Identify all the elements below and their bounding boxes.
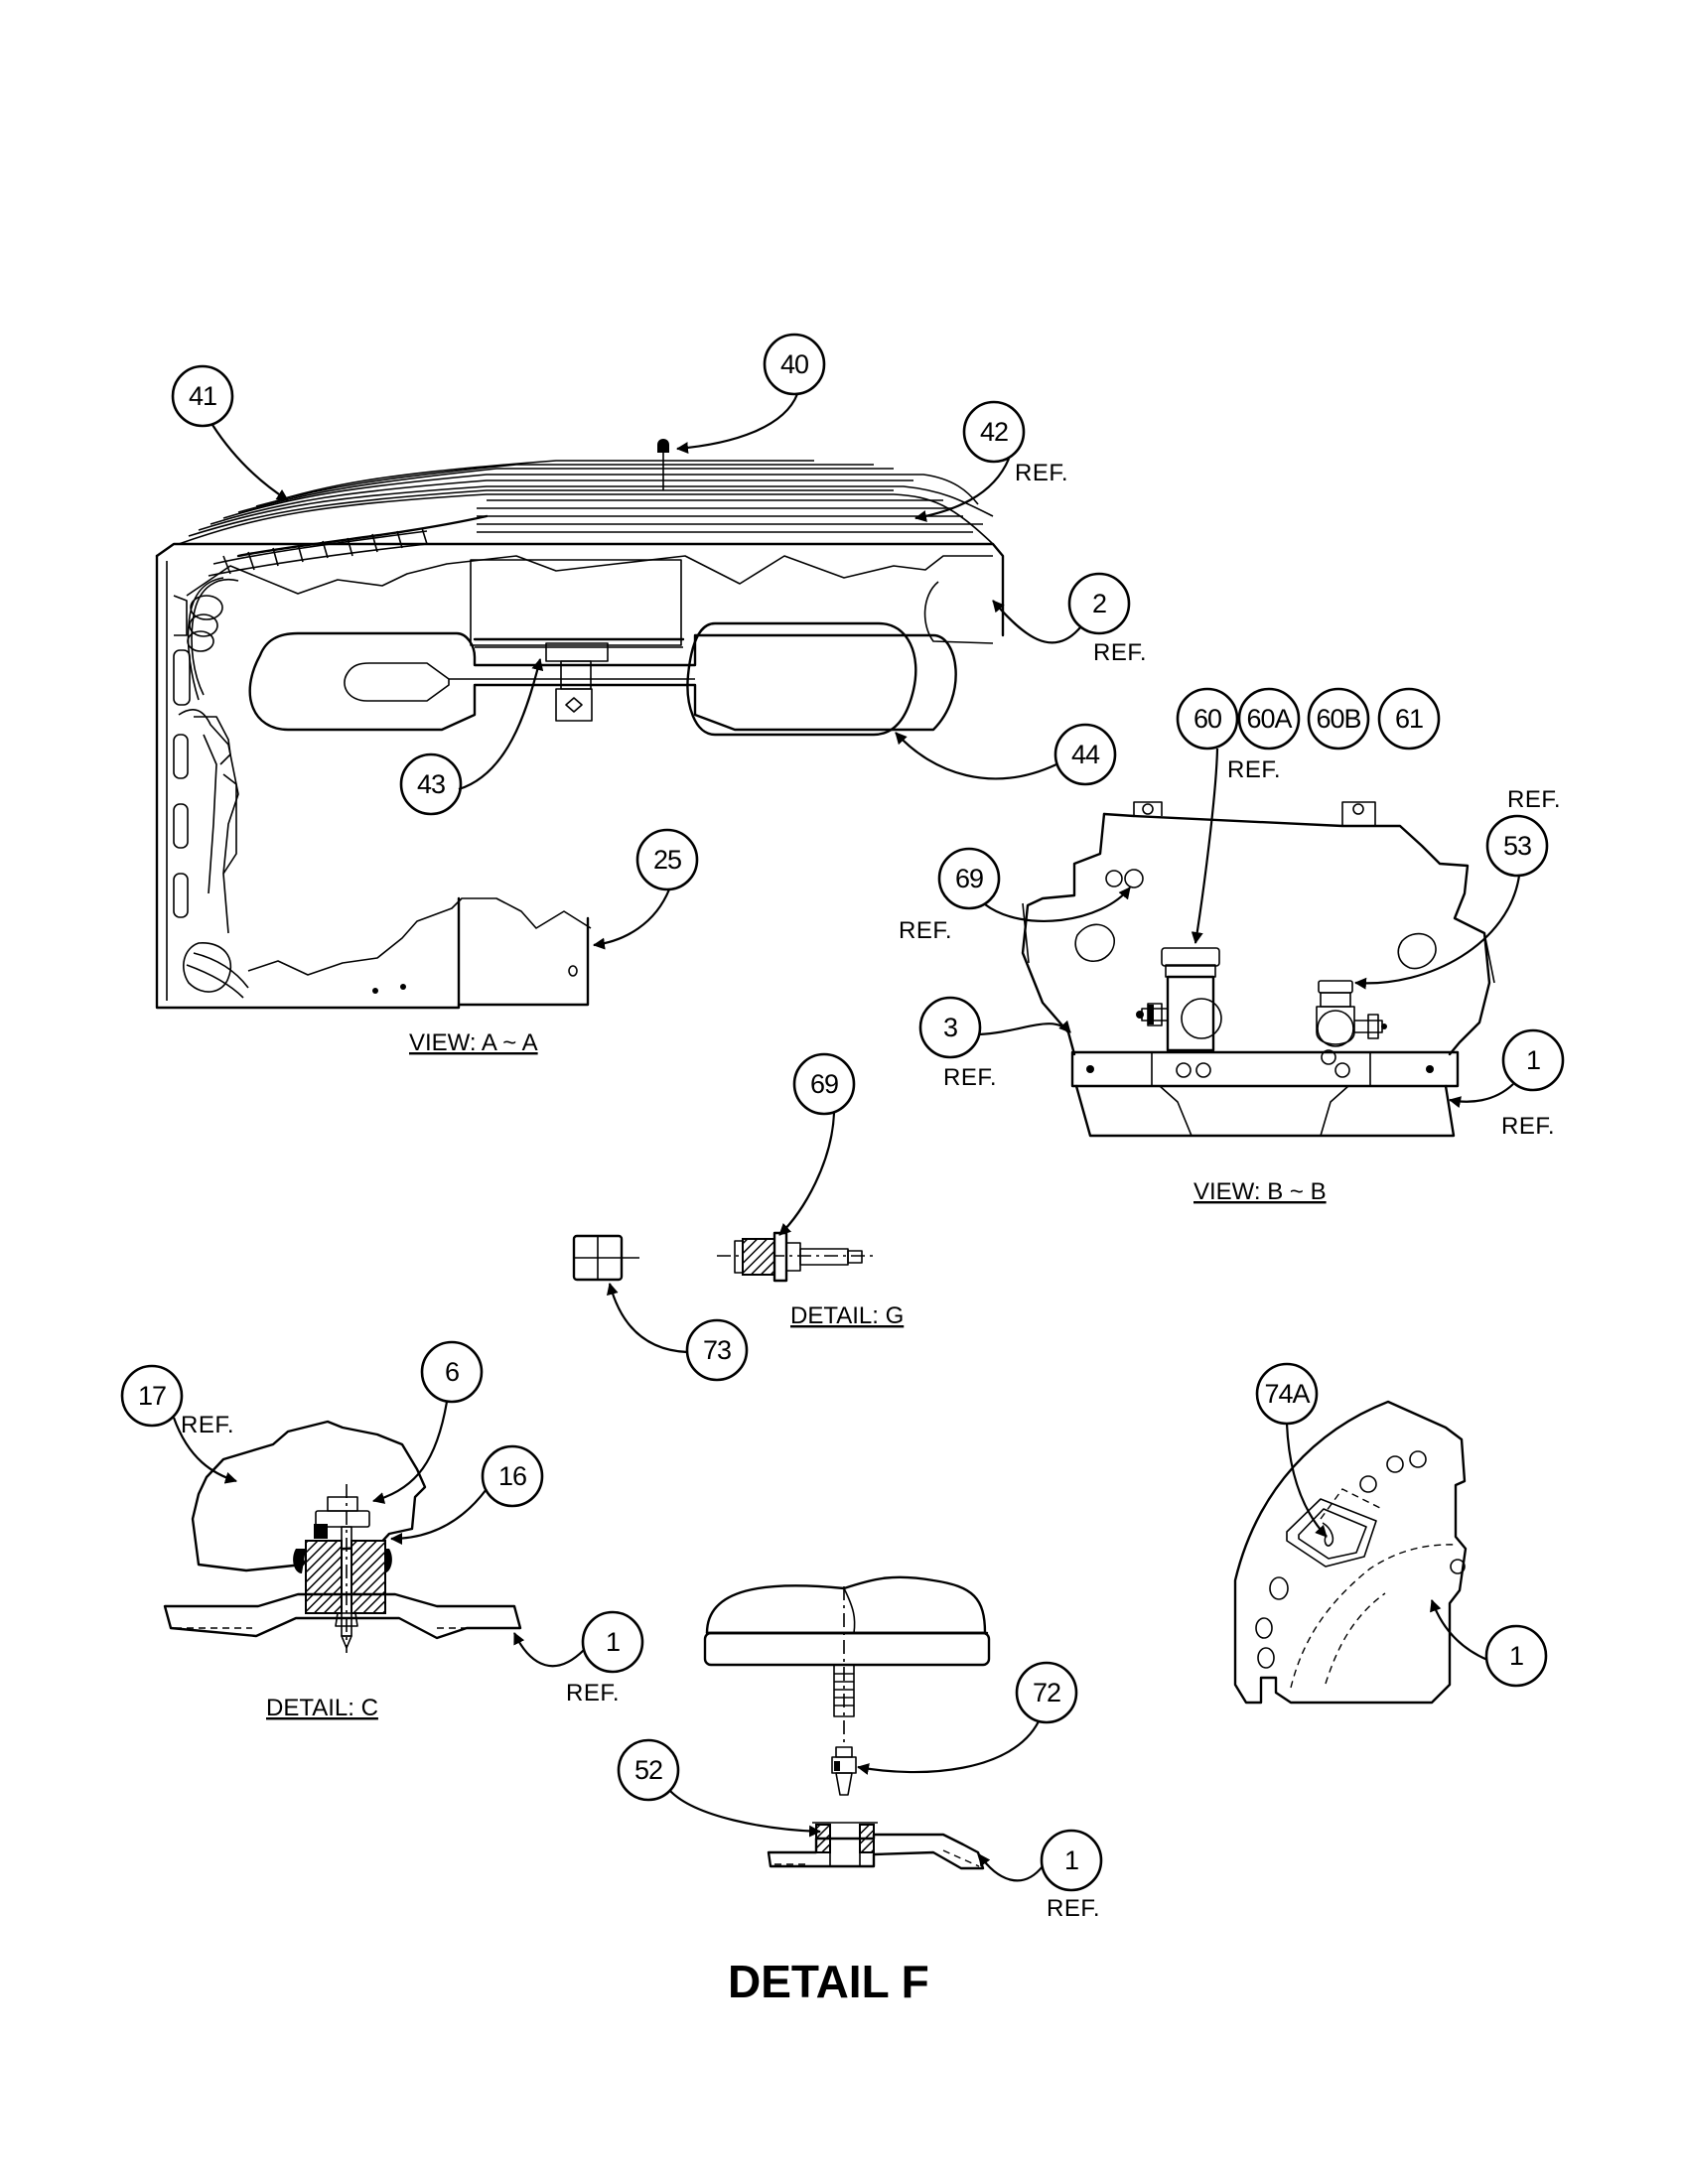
callout-74a: 74A: [1255, 1362, 1319, 1426]
svg-text:60A: 60A: [1246, 704, 1292, 734]
callout-43: 43: [399, 752, 463, 816]
callout-1-view-b: 1: [1501, 1028, 1565, 1092]
svg-text:6: 6: [445, 1357, 459, 1387]
callout-60b: 60B: [1307, 687, 1370, 751]
svg-text:1: 1: [1064, 1845, 1078, 1875]
ref-label: REF.: [943, 1064, 997, 1091]
callout-72: 72: [1015, 1661, 1078, 1724]
callout-42: 42: [962, 400, 1026, 464]
svg-text:60: 60: [1193, 704, 1221, 734]
svg-text:69: 69: [955, 864, 983, 893]
svg-text:74A: 74A: [1264, 1379, 1310, 1409]
svg-text:73: 73: [703, 1335, 731, 1365]
ref-label: REF.: [566, 1680, 620, 1706]
callout-41: 41: [171, 364, 234, 428]
ref-label: REF.: [1227, 756, 1281, 783]
svg-text:41: 41: [189, 381, 216, 411]
callout-16: 16: [481, 1444, 544, 1508]
callout-61: 61: [1377, 687, 1441, 751]
svg-text:1: 1: [1509, 1641, 1523, 1671]
callout-52: 52: [617, 1738, 680, 1802]
detail-g-parts: [572, 1231, 874, 1283]
svg-text:1: 1: [606, 1627, 620, 1657]
svg-text:1: 1: [1526, 1045, 1540, 1075]
ref-label: REF.: [1507, 786, 1561, 813]
callout-25: 25: [635, 828, 699, 891]
detail-f-assembly: [703, 1575, 991, 1870]
ref-label: REF.: [181, 1412, 234, 1438]
svg-text:2: 2: [1092, 589, 1106, 618]
callout-60: 60: [1176, 687, 1239, 751]
detail-f-title: DETAIL F: [728, 1956, 929, 2007]
detail-c-assembly: [163, 1420, 522, 1653]
view-b-assembly: [1021, 801, 1495, 1138]
ref-label: REF.: [1047, 1895, 1100, 1922]
svg-text:53: 53: [1503, 831, 1531, 861]
svg-text:72: 72: [1033, 1678, 1060, 1707]
callout-73: 73: [685, 1318, 749, 1382]
callout-69-view-b: 69: [937, 847, 1001, 910]
ref-label: REF.: [1093, 639, 1147, 666]
callout-44: 44: [1053, 723, 1117, 786]
svg-text:40: 40: [780, 349, 808, 379]
callout-40: 40: [763, 333, 826, 396]
callout-1-corner: 1: [1484, 1624, 1548, 1688]
callout-3: 3: [918, 996, 982, 1059]
base-pan-corner: [1233, 1400, 1468, 1705]
detail-g-caption: DETAIL: G: [790, 1302, 904, 1329]
callout-1-detail-f: 1: [1040, 1829, 1103, 1892]
svg-text:17: 17: [138, 1381, 166, 1411]
ref-label: REF.: [899, 917, 952, 944]
callout-6: 6: [420, 1340, 484, 1404]
callout-1-detail-c: 1: [581, 1610, 644, 1674]
view-a-caption: VIEW: A ~ A: [409, 1029, 538, 1056]
callout-69-detail-g: 69: [792, 1052, 856, 1116]
svg-text:25: 25: [653, 845, 681, 875]
svg-text:69: 69: [810, 1069, 838, 1099]
svg-text:60B: 60B: [1316, 704, 1360, 734]
ref-label: REF.: [1501, 1113, 1555, 1140]
svg-text:44: 44: [1071, 740, 1100, 769]
svg-text:52: 52: [634, 1755, 662, 1785]
detail-c-caption: DETAIL: C: [266, 1695, 378, 1721]
ref-label: REF.: [1015, 460, 1068, 486]
view-b-caption: VIEW: B ~ B: [1193, 1178, 1327, 1205]
callout-53: 53: [1485, 814, 1549, 878]
svg-text:3: 3: [943, 1013, 957, 1042]
callout-17: 17: [120, 1364, 184, 1428]
callout-2: 2: [1067, 572, 1131, 635]
view-a-assembly: [155, 439, 1005, 1010]
callout-60a: 60A: [1237, 687, 1301, 751]
svg-text:61: 61: [1395, 704, 1423, 734]
svg-text:16: 16: [498, 1461, 526, 1491]
svg-text:43: 43: [417, 769, 445, 799]
svg-text:42: 42: [980, 417, 1008, 447]
